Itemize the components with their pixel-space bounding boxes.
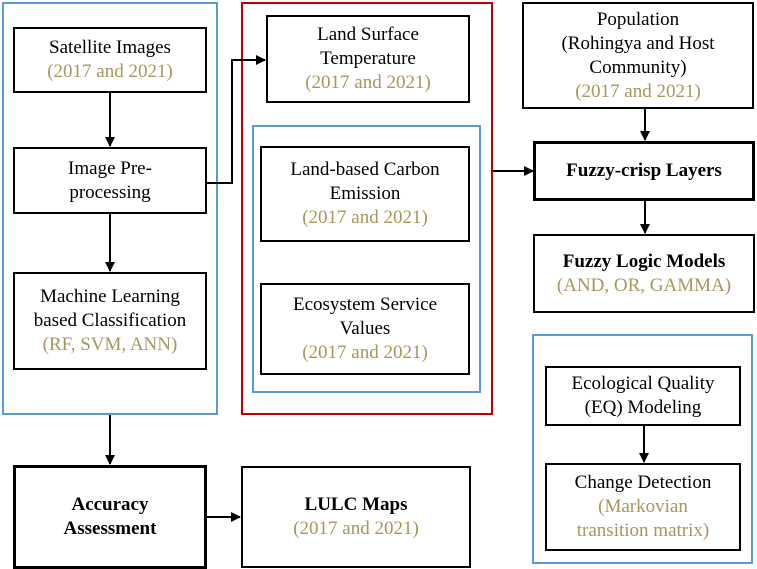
ml-classification-methods: (RF, SVM, ANN)	[42, 334, 178, 355]
esv-title: Ecosystem Service Values	[292, 294, 438, 339]
input-processing-group	[2, 2, 218, 415]
eq-modeling-title: Ecological Quality (EQ) Modeling	[571, 373, 715, 418]
lulc-maps-years: (2017 and 2021)	[293, 518, 419, 539]
indicator-group	[241, 2, 493, 415]
change-detection-method: (Markovian transition matrix)	[576, 496, 710, 541]
arrow-preprocess-to-lst	[207, 55, 266, 184]
lulc-maps-node: LULC Maps (2017 and 2021)	[241, 466, 471, 568]
lst-years: (2017 and 2021)	[305, 72, 431, 93]
carbon-emission-title: Land-based Carbon Emission	[290, 159, 440, 204]
carbon-emission-years: (2017 and 2021)	[302, 207, 428, 228]
satellite-images-title: Satellite Images	[49, 37, 171, 58]
accuracy-assessment-node: Accuracy Assessment	[13, 465, 207, 569]
population-years: (2017 and 2021)	[575, 80, 701, 102]
change-detection-node: Change Detection (Markovian transition m…	[545, 463, 741, 551]
population-title: Population (Rohingya and Host Community)	[561, 8, 715, 78]
fuzzy-logic-models-node: Fuzzy Logic Models (AND, OR, GAMMA)	[533, 234, 755, 313]
satellite-images-node: Satellite Images (2017 and 2021)	[13, 27, 207, 93]
fuzzy-crisp-layers-title: Fuzzy-crisp Layers	[566, 160, 722, 181]
lst-node: Land Surface Temperature (2017 and 2021)	[266, 15, 470, 103]
lst-title: Land Surface Temperature	[317, 24, 419, 69]
carbon-emission-node: Land-based Carbon Emission (2017 and 202…	[260, 146, 470, 242]
image-preprocessing-title: Image Pre- processing	[68, 157, 152, 203]
esv-node: Ecosystem Service Values (2017 and 2021)	[260, 283, 470, 375]
carbon-esv-group	[252, 125, 481, 393]
eq-modeling-node: Ecological Quality (EQ) Modeling	[545, 366, 741, 426]
ml-classification-node: Machine Learning based Classification (R…	[13, 272, 207, 370]
population-node: Population (Rohingya and Host Community)…	[522, 2, 754, 109]
lulc-maps-title: LULC Maps	[304, 494, 408, 515]
ml-classification-title: Machine Learning based Classification	[33, 286, 187, 331]
eq-modeling-group	[532, 334, 753, 564]
esv-years: (2017 and 2021)	[302, 342, 428, 363]
fuzzy-logic-models-title: Fuzzy Logic Models	[562, 250, 726, 272]
change-detection-title: Change Detection	[574, 472, 712, 493]
image-preprocessing-node: Image Pre- processing	[13, 147, 207, 214]
fuzzy-logic-models-methods: (AND, OR, GAMMA)	[556, 274, 732, 296]
fuzzy-crisp-layers-node: Fuzzy-crisp Layers	[533, 141, 755, 201]
satellite-images-years: (2017 and 2021)	[47, 61, 173, 82]
accuracy-assessment-title: Accuracy Assessment	[63, 494, 157, 539]
